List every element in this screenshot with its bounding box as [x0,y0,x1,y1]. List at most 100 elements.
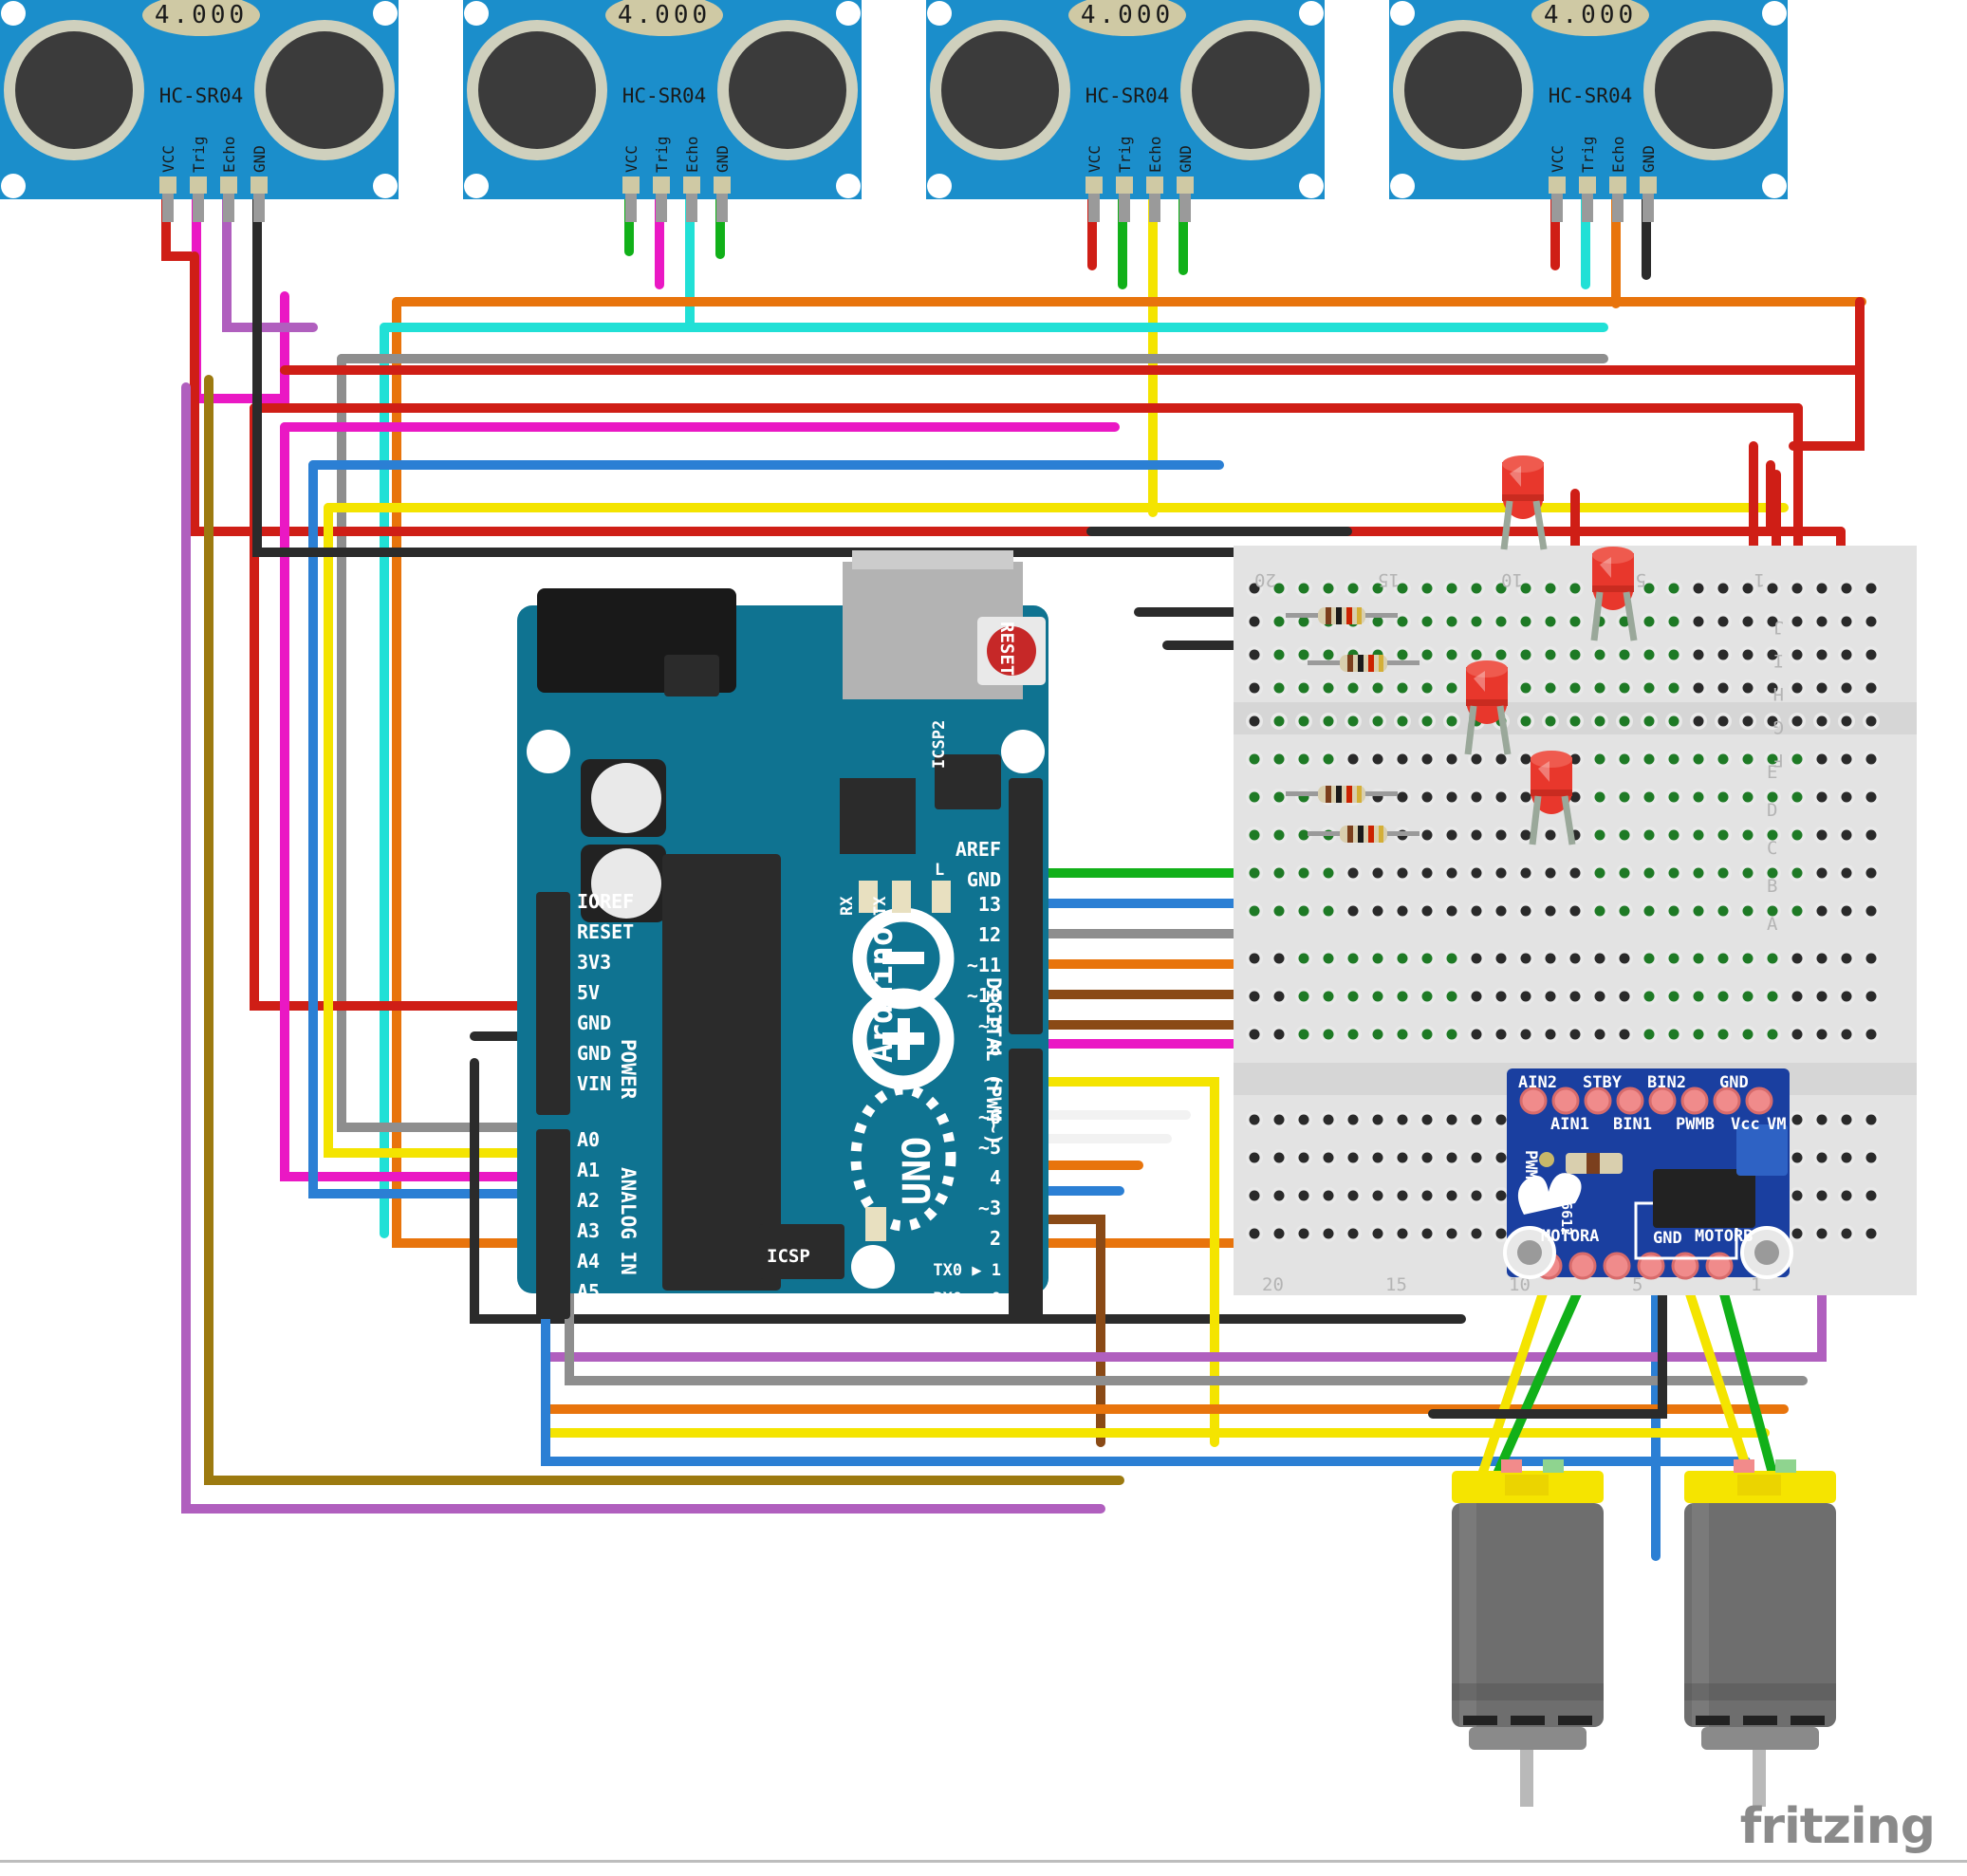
bb-col-1-bottom: 1 [1751,1274,1761,1295]
pin-label-dgnd: GND [967,868,1001,891]
pin-label-rx0: RX0 ◀ 0 [933,1290,1001,1309]
sensor-pin-trig: Trig [653,136,671,173]
pin-label-a0: A0 [577,1128,600,1151]
led-2[interactable] [1590,547,1638,641]
sensor-display: 4.000 [1544,1,1637,29]
sensor-model-label: HC-SR04 [1086,84,1170,107]
led-4[interactable] [1529,751,1576,845]
pin-label-a2: A2 [577,1189,600,1212]
arduino-wordmark: Arduino [863,927,900,1063]
sensor-pin-vcc: VCC [159,145,177,173]
sensor-pin-vcc: VCC [1086,145,1104,173]
md-label-bin1: BIN1 [1613,1115,1652,1134]
pin-label-gnd1: GND [577,1012,611,1034]
motor-driver-tb6612[interactable]: AIN2 STBY BIN2 GND AIN1 BIN1 PWMB Vcc VM… [1503,1068,1793,1280]
pin-label-a4: A4 [577,1250,600,1272]
pin-label-d10: ~10 [967,984,1001,1007]
md-label-ain1: AIN1 [1550,1115,1589,1134]
pin-label-d3: ~3 [978,1197,1001,1219]
pin-label-aref: AREF [956,838,1001,861]
bb-row-a: A [1767,914,1778,935]
pin-label-d4: 4 [990,1166,1001,1189]
sensor-pin-trig: Trig [190,136,208,173]
arduino-uno-board[interactable] [517,550,1048,1324]
bb-col-1-top: 1 [1754,569,1765,590]
bb-row-f: F [1773,750,1784,771]
led-3[interactable] [1464,660,1512,755]
bb-col-10-bottom: 10 [1509,1274,1531,1295]
sensor-model-label: HC-SR04 [159,84,244,107]
led-1[interactable] [1500,455,1548,550]
pin-label-d13: 13 [978,893,1001,916]
pin-label-gnd2: GND [577,1042,611,1065]
pin-label-d11: ~11 [967,954,1001,976]
pin-label-vin: VIN [577,1072,611,1095]
bb-row-g: G [1773,716,1784,737]
md-label-stby: STBY [1583,1073,1623,1092]
sensor-4[interactable]: 4.000 HC-SR04 VCC Trig Echo GND [1389,0,1788,222]
pin-label-a5: A5 [577,1280,600,1303]
md-label-bin2: BIN2 [1647,1073,1686,1092]
sensor-pin-gnd: GND [1640,145,1658,173]
md-label-pwma: PWMA [1521,1150,1540,1189]
bb-row-e: E [1767,762,1777,783]
sensor-pin-echo: Echo [220,136,238,173]
reset-button-label: RESET [996,622,1017,676]
pin-label-d9: ~9 [978,1014,1001,1037]
sensor-pin-gnd: GND [251,145,269,173]
md-label-ain2: AIN2 [1518,1073,1557,1092]
bb-row-c: C [1767,838,1777,859]
sensor-pin-gnd: GND [714,145,732,173]
bb-col-15-top: 15 [1378,569,1400,590]
sensor-pin-echo: Echo [683,136,701,173]
sensor-3[interactable]: 4.000 HC-SR04 VCC Trig Echo GND [926,0,1325,222]
pin-label-5v: 5V [577,981,600,1004]
md-label-gnd-top: GND [1719,1073,1749,1092]
group-label-power: POWER [617,1039,640,1100]
bb-row-b: B [1767,876,1777,897]
sensor-pin-echo: Echo [1146,136,1164,173]
md-chip-label: TB6612 [1558,1184,1575,1235]
md-label-vcc: Vcc [1731,1115,1760,1134]
motor-a[interactable] [1452,1459,1604,1807]
sensor-model-label: HC-SR04 [1549,84,1633,107]
sensor-pin-trig: Trig [1116,136,1134,173]
sensor-1[interactable]: 4.000 HC-SR04 VCC Trig Echo GND [0,0,399,222]
pin-label-3v3: 3V3 [577,951,611,974]
bb-row-j: J [1773,617,1784,638]
pin-label-d5: ~5 [978,1136,1001,1159]
l-led-label: L [935,861,944,880]
sensor-display: 4.000 [155,1,248,29]
motor-b[interactable] [1684,1459,1836,1807]
pin-label-reset: RESET [577,920,634,943]
pin-label-d2: 2 [990,1227,1001,1250]
arduino-group-labels: POWER ANALOG IN DIGITAL (PWM~) RESET Ard… [617,622,1017,1275]
sensor-pin-vcc: VCC [1549,145,1567,173]
bb-col-5-top: 5 [1636,569,1646,590]
sensor-model-label: HC-SR04 [622,84,707,107]
breadboard-numbers: 20 15 10 5 1 20 15 10 5 1 J I H G F E D … [1254,569,1784,1295]
bb-row-d: D [1767,800,1777,821]
pin-label-d7: 7 [990,1075,1001,1098]
pin-label-ioref: IOREF [577,890,634,913]
tx-led-label: TX [871,896,890,916]
md-label-motora: MOTORA [1541,1227,1599,1246]
icsp2-label: ICSP2 [930,720,949,769]
bb-row-i: I [1773,650,1784,671]
arduino-pin-labels: IOREF RESET 3V3 5V GND GND VIN A0 A1 A2 … [577,838,1001,1309]
md-label-gnd-bottom: GND [1653,1229,1682,1248]
bb-col-5-bottom: 5 [1632,1274,1642,1295]
bb-col-15-bottom: 15 [1385,1274,1407,1295]
fritzing-watermark: fritzing [1739,1798,1936,1855]
bb-row-h: H [1773,683,1784,704]
sensor-pin-trig: Trig [1579,136,1597,173]
pin-label-d12: 12 [978,923,1001,946]
bb-col-20-bottom: 20 [1262,1274,1284,1295]
icsp-label: ICSP [767,1246,810,1267]
sensor-2[interactable]: 4.000 HC-SR04 VCC Trig Echo GND [463,0,862,222]
arduino-model: UNO [896,1137,939,1205]
md-label-vm: VM [1767,1115,1786,1134]
rx-led-label: RX [838,896,857,916]
